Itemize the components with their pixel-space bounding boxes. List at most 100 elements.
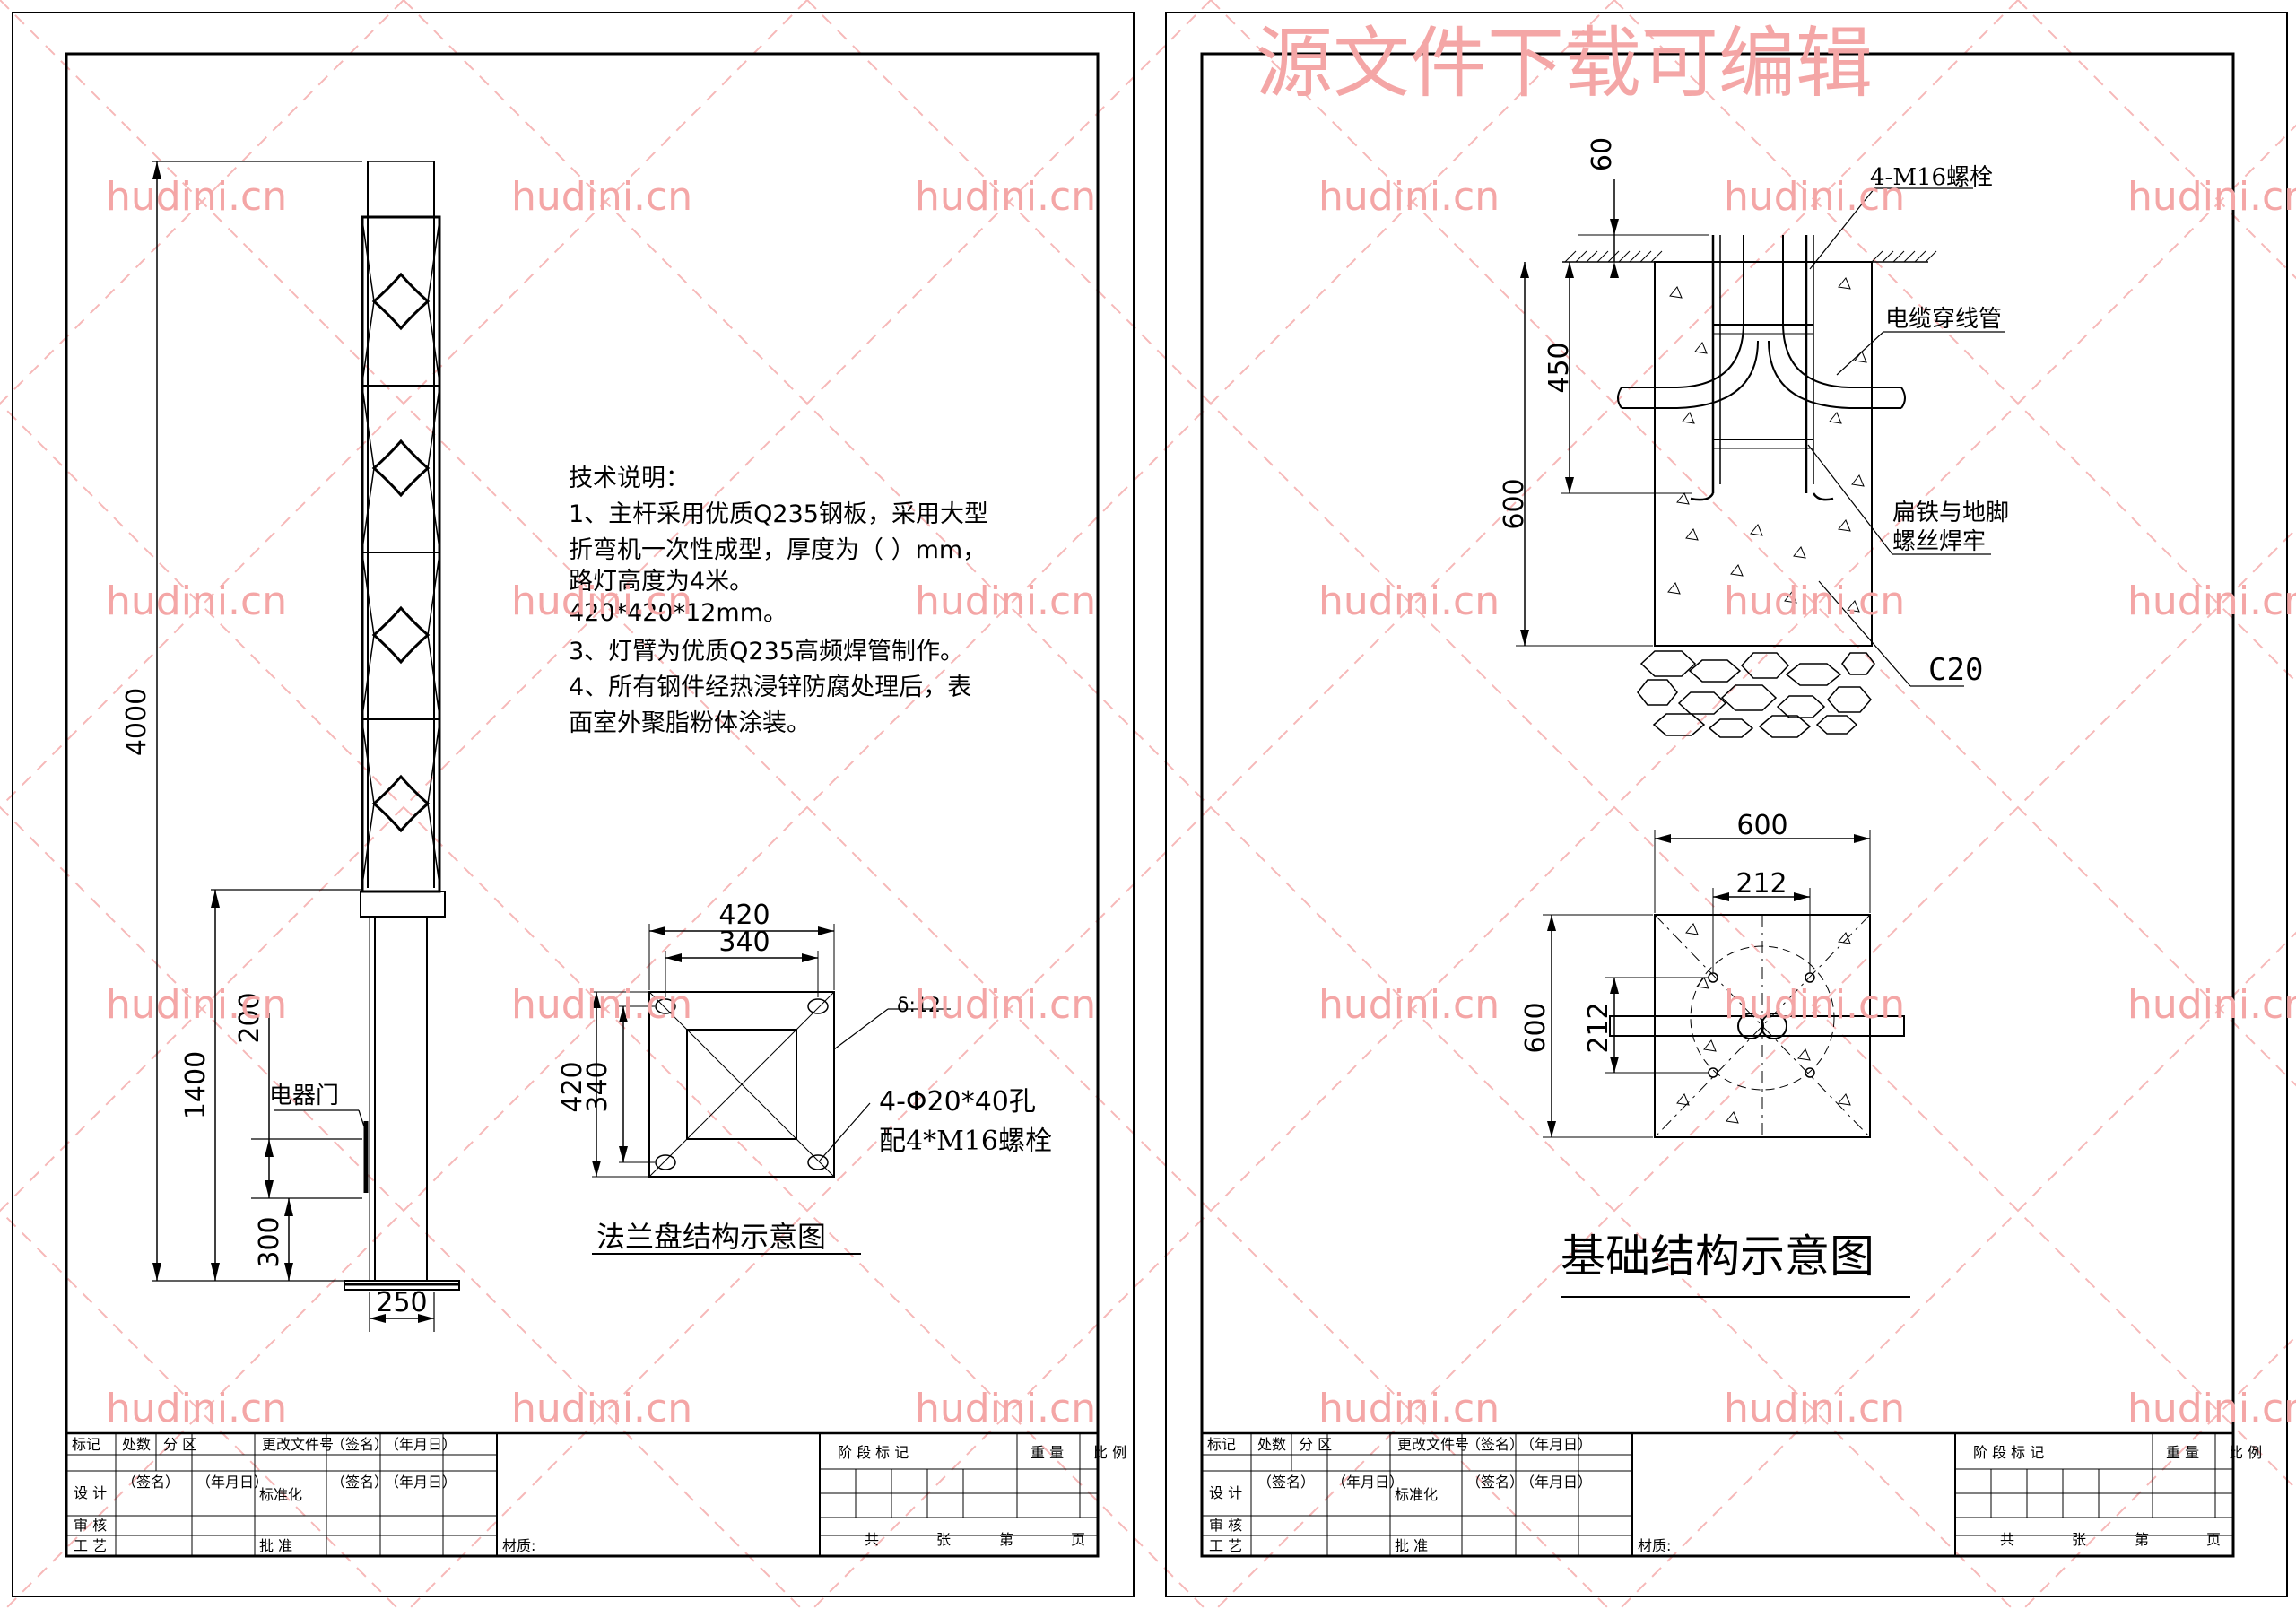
- title-block-cell: 共: [865, 1531, 879, 1548]
- title-block-left: 标记处数分 区更改文件号（签名）（年月日）（签名）（年月日）（签名）（年月日）设…: [65, 1431, 1126, 1558]
- pole-decor-ring: [371, 272, 430, 331]
- tech-note-line: 420*420*12mm。: [569, 599, 787, 627]
- title-block-frame: [1200, 1431, 2235, 1558]
- watermark-site: hudini.cn: [1724, 578, 1905, 624]
- title-block-cell: 审 核: [1209, 1517, 1242, 1534]
- concrete-speck: [1784, 591, 1797, 604]
- title-block-cell: 材质:: [1638, 1537, 1671, 1554]
- gravel-stone: [1758, 715, 1812, 738]
- flange-thickness: δ:12: [897, 995, 941, 1017]
- gravel-stone: [1815, 715, 1858, 735]
- title-block-cell: 分 区: [1299, 1436, 1332, 1453]
- plan-dim-bolt-spacing: 212: [1735, 868, 1787, 900]
- concrete-speck: [1838, 932, 1851, 944]
- watermark-site: hudini.cn: [915, 1386, 1096, 1431]
- title-block-cell: （年月日）: [1332, 1474, 1404, 1491]
- watermark-banner: 源文件下载可编辑: [1256, 19, 1873, 109]
- title-block-cell: （签名）: [1466, 1474, 1524, 1491]
- flange-title: 法兰盘结构示意图: [596, 1220, 826, 1254]
- pole-brace: [361, 722, 375, 804]
- title-block-cell: 设 计: [1209, 1484, 1242, 1501]
- title-block-cell: （签名）: [331, 1436, 388, 1453]
- foundation-plan: [1543, 830, 1910, 1298]
- tech-note-line: 3、灯臂为优质Q235高频焊管制作。: [569, 638, 964, 665]
- bolt-label: 4-M16螺栓: [1870, 164, 1993, 191]
- title-block-cell: 工 艺: [74, 1537, 107, 1554]
- pole-brace: [361, 467, 375, 550]
- title-block-cell: 批 准: [1395, 1537, 1428, 1554]
- title-block-cell: （年月日）: [1520, 1436, 1592, 1453]
- concrete-speck: [1851, 474, 1865, 487]
- concrete-speck: [1797, 1048, 1811, 1061]
- title-block-cell: 材质:: [502, 1537, 535, 1554]
- watermark-site: hudini.cn: [915, 174, 1096, 220]
- watermark-line: [4, 0, 1615, 1609]
- gravel-stone: [1708, 718, 1754, 738]
- watermark-site: hudini.cn: [1318, 174, 1500, 220]
- ground-hatch-line: [1650, 250, 1663, 263]
- title-block-cell: 阶 段 标 记: [838, 1444, 909, 1461]
- title-block-frame: [65, 1431, 1100, 1558]
- pole-decor-ring: [371, 605, 430, 665]
- ground-hatch-line: [1575, 250, 1587, 263]
- ground-hatch-line: [1882, 250, 1894, 263]
- watermark-site: hudini.cn: [511, 982, 692, 1028]
- watermark-site: hudini.cn: [915, 578, 1096, 624]
- watermark-line: [1215, 527, 2296, 1609]
- title-block-cell: 分 区: [163, 1436, 196, 1453]
- foundation-plan-labels: 600 212 600 212 基础结构示意图: [1520, 810, 1874, 1283]
- flange-dim-inner-v: 340: [582, 1061, 613, 1112]
- ground-hatch-line: [1871, 250, 1883, 263]
- tech-note-line: 折弯机一次性成型，厚度为（ ）mm，: [569, 536, 987, 564]
- ground-hatch-line: [1639, 250, 1652, 263]
- dim-1400: 1400: [180, 1051, 212, 1119]
- pole-brace: [427, 722, 440, 804]
- title-block-cell: 共: [2000, 1531, 2014, 1548]
- title-block-cell: 第: [2135, 1531, 2149, 1548]
- flange-drawing: [592, 924, 951, 1255]
- concrete-label: C20: [1928, 652, 1983, 688]
- plan-dim-bolt-spacing-v: 212: [1583, 1002, 1614, 1053]
- title-block-cell: （签名）: [122, 1474, 179, 1491]
- concrete-speck: [1685, 528, 1699, 541]
- title-block-cell: 处数: [122, 1436, 151, 1453]
- watermark-site: hudini.cn: [2127, 174, 2296, 220]
- pole-brace: [427, 634, 440, 717]
- weld-label-line1: 扁铁与地脚: [1892, 500, 2009, 526]
- watermark-line: [2017, 0, 2296, 280]
- title-block-cell: 标准化: [1395, 1486, 1438, 1503]
- watermark-line: [0, 805, 803, 1609]
- pole-brace: [427, 300, 440, 383]
- gravel-stone: [1688, 659, 1742, 683]
- tech-note-line: 路灯高度为4米。: [569, 568, 753, 596]
- concrete-speck: [1829, 412, 1842, 424]
- title-block-cell: 重 量: [1031, 1444, 1064, 1461]
- title-block-cell: 张: [936, 1531, 951, 1548]
- pole-brace: [427, 220, 440, 302]
- title-block-cell: （年月日）: [385, 1474, 457, 1491]
- watermark-site: hudini.cn: [106, 1386, 287, 1431]
- pole-brace: [361, 634, 375, 717]
- pole-dimensions: [152, 161, 435, 1332]
- watermark-site: hudini.cn: [511, 174, 692, 220]
- pole-elevation: [344, 161, 460, 1291]
- pole-brace: [427, 803, 440, 885]
- concrete-speck: [1730, 564, 1744, 577]
- pole-brace: [361, 300, 375, 383]
- watermark-site: hudini.cn: [2127, 982, 2296, 1028]
- title-block-cell: 更改文件号: [1397, 1436, 1469, 1453]
- pole-brace: [361, 387, 375, 469]
- sheet-right-border: [1165, 12, 2288, 1597]
- pole-brace: [427, 553, 440, 636]
- title-block-cell: 审 核: [74, 1517, 107, 1534]
- gravel-stone: [1740, 652, 1790, 679]
- watermark-line: [0, 0, 1610, 1609]
- watermark-site: hudini.cn: [106, 578, 287, 624]
- watermark-site: hudini.cn: [2127, 578, 2296, 624]
- dim-4000: 4000: [121, 688, 152, 756]
- title-block-cell: 标记: [1207, 1436, 1236, 1453]
- title-block-cell: 标准化: [259, 1486, 302, 1503]
- watermark-site: hudini.cn: [915, 982, 1096, 1028]
- tech-note-line: 4、所有钢件经热浸锌防腐处理后，表: [569, 674, 971, 701]
